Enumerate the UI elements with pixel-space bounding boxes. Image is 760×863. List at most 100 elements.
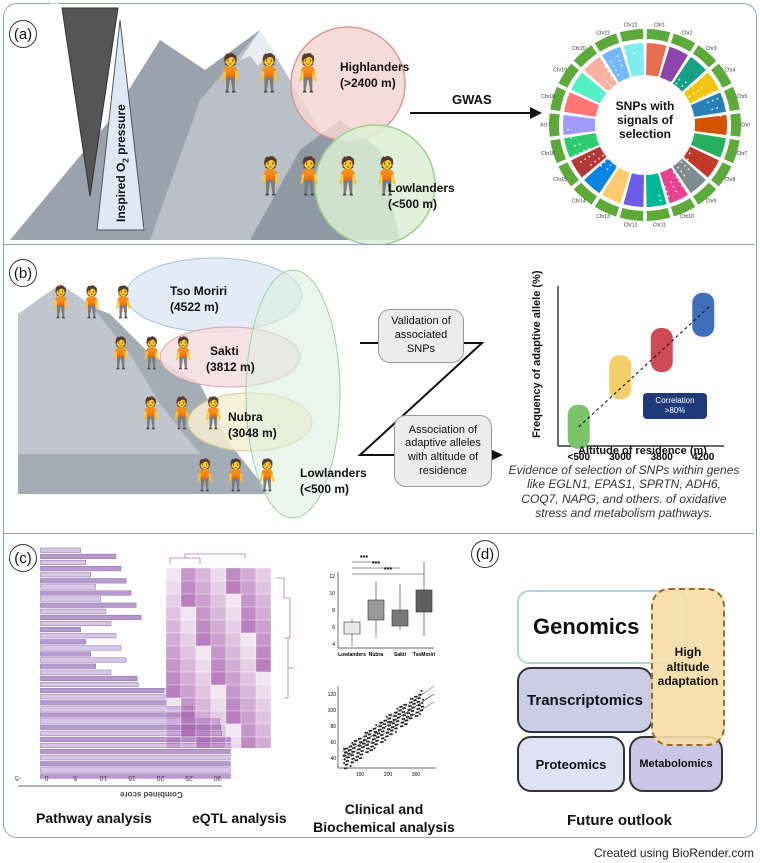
o2-subscript: 2 <box>121 158 131 163</box>
snp-point <box>678 78 681 81</box>
heatmap-cell <box>210 736 227 748</box>
heatmap-cell <box>165 697 182 712</box>
scatter-point <box>407 715 410 718</box>
heatmap-cell <box>180 736 197 748</box>
heatmap-cell <box>255 684 272 699</box>
future-outlook-title: Future outlook <box>567 812 672 829</box>
scatter-point <box>418 693 421 696</box>
scatter-y-tick: 120 <box>328 692 337 698</box>
pathway-tick-label: 30 <box>214 774 222 781</box>
snp-point <box>603 161 606 164</box>
chromosome-track <box>672 56 706 92</box>
boxplot-y-tick: 8 <box>332 608 335 614</box>
scatter-point <box>357 755 360 758</box>
dendrogram-cols <box>169 553 246 564</box>
scatter-point <box>418 697 421 700</box>
snp-point <box>579 160 582 163</box>
tso-moriri-alt: (4522 m) <box>170 300 219 314</box>
snp-point <box>687 88 690 91</box>
snp-point <box>625 55 628 58</box>
scatter-point <box>403 710 406 713</box>
chromosome-band <box>646 207 671 221</box>
scatter-point <box>391 729 394 732</box>
chromosome-band <box>558 63 579 88</box>
chromosome-band <box>619 207 644 221</box>
chromosome-label: Chr21 <box>596 30 610 36</box>
evidence-text: Evidence of selection of SNPs within gen… <box>508 463 740 521</box>
scatter-point <box>376 732 379 735</box>
biorender-credit: Created using BioRender.com <box>593 846 754 860</box>
chromosome-track <box>563 114 596 136</box>
scatter-point <box>350 745 353 748</box>
chromosome-track <box>602 46 630 83</box>
snp-point <box>677 166 679 169</box>
pathway-bar <box>40 681 139 687</box>
correlation-annotation: Correlation >80% <box>643 393 707 419</box>
snp-point <box>617 73 620 76</box>
scatter-point <box>354 743 357 746</box>
lowlanders-circle <box>314 124 436 244</box>
transcriptomics-box: Transcriptomics <box>517 667 653 733</box>
heatmap-cell <box>195 632 212 647</box>
scatter-point <box>418 704 421 707</box>
heatmap-cell <box>255 658 272 673</box>
heatmap-cell <box>240 619 257 634</box>
snp-point <box>659 199 662 202</box>
chromosome-label: Chr8 <box>725 177 736 183</box>
boxplot-y-tick: 10 <box>329 591 335 597</box>
scatter-point <box>366 744 369 747</box>
scatter-point <box>401 711 404 714</box>
chromosome-label: Chr20 <box>572 46 586 52</box>
heatmap-cell <box>195 593 212 608</box>
chromosome-track <box>571 146 607 178</box>
scatter-x-tick: 100 <box>356 772 365 778</box>
heatmap-cell <box>240 697 257 712</box>
scatter-point <box>420 705 423 708</box>
frequency-bar <box>692 292 715 337</box>
scatter-point <box>399 712 402 715</box>
pathway-bar <box>40 620 112 626</box>
chromosome-label: Chr1 <box>654 22 665 28</box>
heatmap-cell <box>165 684 182 699</box>
sakti-label: Sakti <box>210 344 239 358</box>
snp-point <box>602 154 604 157</box>
heatmap-cell <box>180 580 197 595</box>
snp-point <box>607 70 609 73</box>
scatter-point <box>370 745 373 748</box>
scatter-point <box>367 740 370 743</box>
scatter-point <box>390 729 393 732</box>
heatmap-cell <box>210 697 227 712</box>
heatmap-cell <box>240 684 257 699</box>
snp-point <box>602 86 605 89</box>
mountain-snow <box>240 30 280 66</box>
chromosome-band <box>723 138 740 164</box>
scatter-point <box>371 745 374 748</box>
boxplot-y-tick: 12 <box>329 574 335 580</box>
scatter-point <box>393 715 396 718</box>
scatter-point <box>388 727 391 730</box>
pathway-bar <box>40 590 132 596</box>
scatter-point <box>384 723 387 726</box>
snp-point <box>606 89 609 92</box>
heatmap-cell <box>165 710 182 725</box>
validation-pill: Validation of associated SNPs <box>378 309 464 363</box>
panel-label-a: (a) <box>9 20 37 48</box>
heatmap-cell <box>255 645 272 660</box>
heatmap-cell <box>195 567 212 582</box>
snp-point <box>673 172 675 174</box>
lowlanders-b-alt: (<500 m) <box>300 482 350 496</box>
scatter-point <box>352 761 355 764</box>
lowlanders-b-ellipse <box>245 269 341 519</box>
scatter-point <box>343 751 346 754</box>
scatter-y-tick: 40 <box>330 756 336 762</box>
people-group-icon: 🧍🧍🧍 <box>208 52 331 93</box>
chromosome-label: Chr18 <box>541 94 555 100</box>
pathway-bar <box>40 675 138 681</box>
snp-point <box>615 69 617 72</box>
pathway-bar <box>40 584 97 590</box>
pathway-tick-label: 15 <box>128 774 136 781</box>
scatter-x-tick: 200 <box>384 772 393 778</box>
snp-point <box>620 64 623 67</box>
snp-point <box>697 97 700 100</box>
pathway-bar <box>40 614 142 620</box>
